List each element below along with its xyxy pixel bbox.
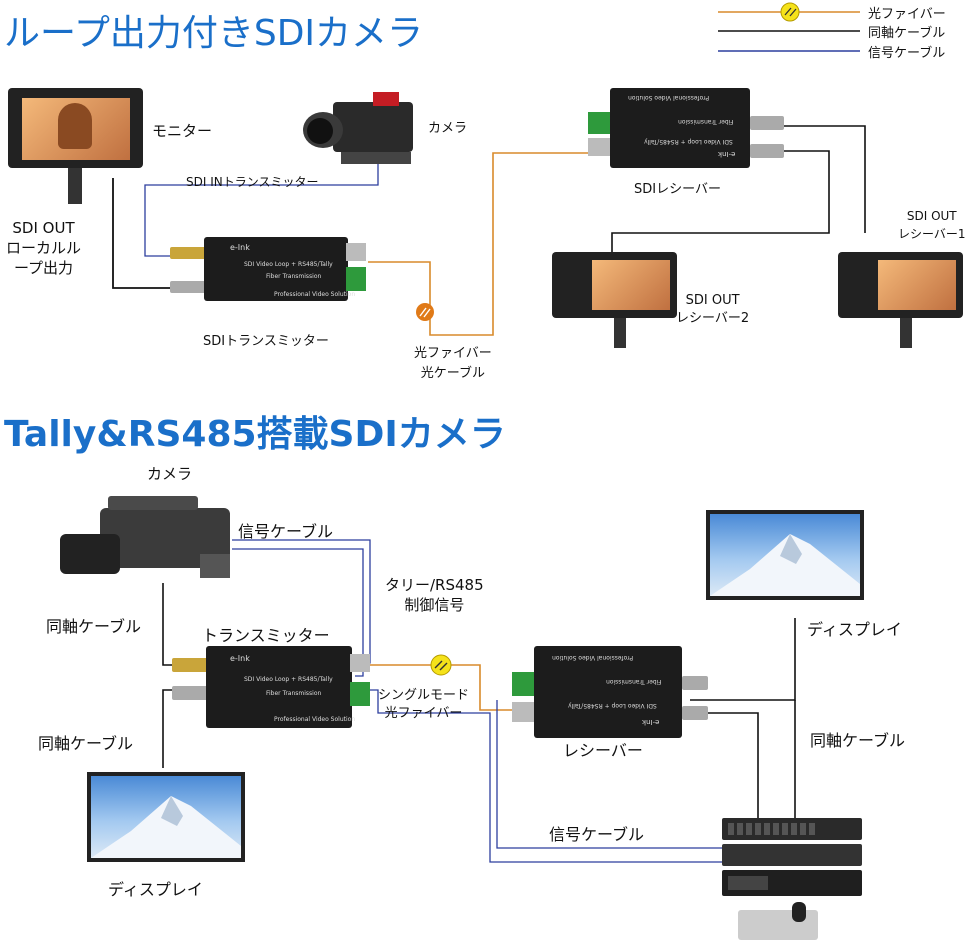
receiver-label-2: レシーバー xyxy=(563,741,643,760)
section1-title: ループ出力付きSDIカメラ xyxy=(4,13,424,54)
receiver-device-2: Professional Video Solution Fiber Transm… xyxy=(512,646,708,738)
receiver2-brand: e-Ink xyxy=(642,718,660,726)
receiver1-brand: e-Ink xyxy=(718,150,736,158)
section2-title: Tally&RS485搭載SDIカメラ xyxy=(4,414,506,455)
legend-signal: 信号ケーブル xyxy=(868,46,946,61)
monitor-label: モニター xyxy=(152,122,213,140)
device2-line1: SDI Video Loop + RS485/Tally xyxy=(244,676,333,683)
transmitter-device-2: e-Ink SDI Video Loop + RS485/Tally Fiber… xyxy=(172,646,372,728)
fiber-label-1: 光ファイバー 光ケーブル xyxy=(414,346,492,381)
sdi-in-label: SDI INトランスミッター xyxy=(186,175,319,189)
device2-brand: e-Ink xyxy=(230,654,250,663)
coax-left-top-label: 同軸ケーブル xyxy=(46,617,142,636)
device2-line3: Professional Video Solution xyxy=(274,716,356,723)
coax-right-label: 同軸ケーブル xyxy=(810,731,906,750)
legend-lines xyxy=(718,2,860,52)
legend-coax: 同軸ケーブル xyxy=(868,26,946,41)
receiver2-line3: Professional Video Solution xyxy=(552,654,634,661)
display-left-image xyxy=(87,772,245,862)
section1-wires xyxy=(112,125,866,336)
device1-line1: SDI Video Loop + RS485/Tally xyxy=(244,261,333,268)
single-mode-label: シングルモード 光ファイバー xyxy=(378,688,470,721)
signal-cable-bottom-label: 信号ケーブル xyxy=(549,825,645,844)
display-right-image xyxy=(706,510,864,600)
rack-equipment-image xyxy=(722,818,862,946)
camera-image-top xyxy=(303,82,415,170)
monitor-image xyxy=(8,88,143,206)
device2-line2: Fiber Transmission xyxy=(266,690,322,697)
device1-line2: Fiber Transmission xyxy=(266,273,322,280)
receiver2-monitor xyxy=(552,252,677,352)
receiver2-label: SDI OUT レシーバー2 xyxy=(676,293,750,326)
receiver1-monitor xyxy=(838,252,963,352)
receiver1-line2: Fiber Transmission xyxy=(678,118,734,125)
sdi-out-local-label: SDI OUT ローカルル ープ出力 xyxy=(6,219,82,277)
signal-cable-top-label: 信号ケーブル xyxy=(238,522,334,541)
receiver-device-1: Professional Video Solution Fiber Transm… xyxy=(588,88,784,168)
transmitter-label-1: SDIトランスミッター xyxy=(203,334,329,349)
receiver-label-1: SDIレシーバー xyxy=(634,182,721,197)
camera-image-bottom xyxy=(60,494,235,586)
receiver2-line2: Fiber Transmission xyxy=(606,678,662,685)
transmitter-label-2: トランスミッター xyxy=(202,626,330,645)
display-left-label: ディスプレイ xyxy=(108,880,203,899)
transmitter-device-1: e-Ink SDI Video Loop + RS485/Tally Fiber… xyxy=(170,237,370,301)
coax-left-bottom-label: 同軸ケーブル xyxy=(38,734,134,753)
camera-label-bottom: カメラ xyxy=(147,465,193,483)
tally-label: タリー/RS485 制御信号 xyxy=(385,576,484,614)
receiver1-line1: SDI Video Loop + RS485/Tally xyxy=(644,138,733,145)
receiver1-line3: Professional Video Solution xyxy=(628,94,710,101)
device1-line3: Professional Video Solution xyxy=(274,291,356,298)
receiver1-label: SDI OUT レシーバー1 xyxy=(898,209,966,241)
display-right-label: ディスプレイ xyxy=(807,620,902,639)
legend-fiber: 光ファイバー xyxy=(868,7,946,22)
camera-label-top: カメラ xyxy=(428,121,468,136)
receiver2-line1: SDI Video Loop + RS485/Tally xyxy=(568,702,657,709)
device1-brand: e-Ink xyxy=(230,243,250,252)
